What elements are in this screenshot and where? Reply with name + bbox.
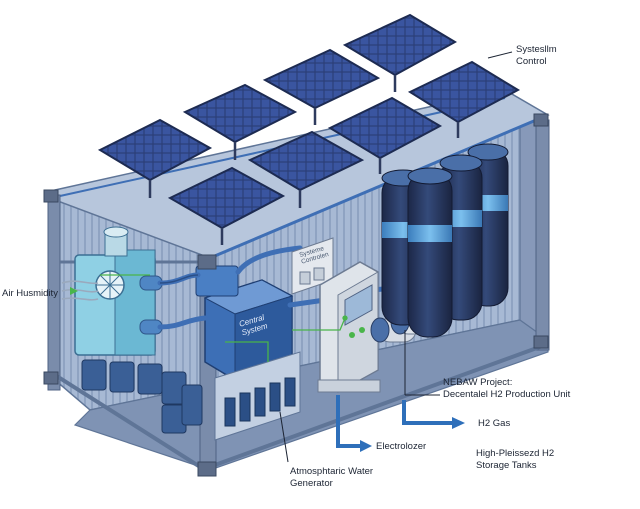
battery-bank	[81, 359, 203, 434]
electrical-cabinets	[214, 351, 301, 441]
label-air-humidity: Air Husmidity	[2, 288, 58, 299]
control-signal-lines	[100, 274, 348, 362]
electrolyzer-cabinet	[317, 261, 381, 393]
air-inflow-arrows	[61, 280, 99, 301]
water-generator-unit	[74, 226, 163, 356]
hydrogen-storage-tanks	[381, 143, 509, 338]
frame-post-right	[535, 119, 550, 351]
callout-leaders	[279, 51, 513, 463]
flow-arrows	[336, 395, 455, 448]
label-electrolyzer: Electrolozer	[376, 441, 427, 452]
label-project: NEBAW Project:Decentalel H2 Production U…	[443, 377, 571, 400]
solar-panel-array	[97, 13, 521, 245]
label-h2-gas: H2 Gas	[478, 418, 511, 429]
